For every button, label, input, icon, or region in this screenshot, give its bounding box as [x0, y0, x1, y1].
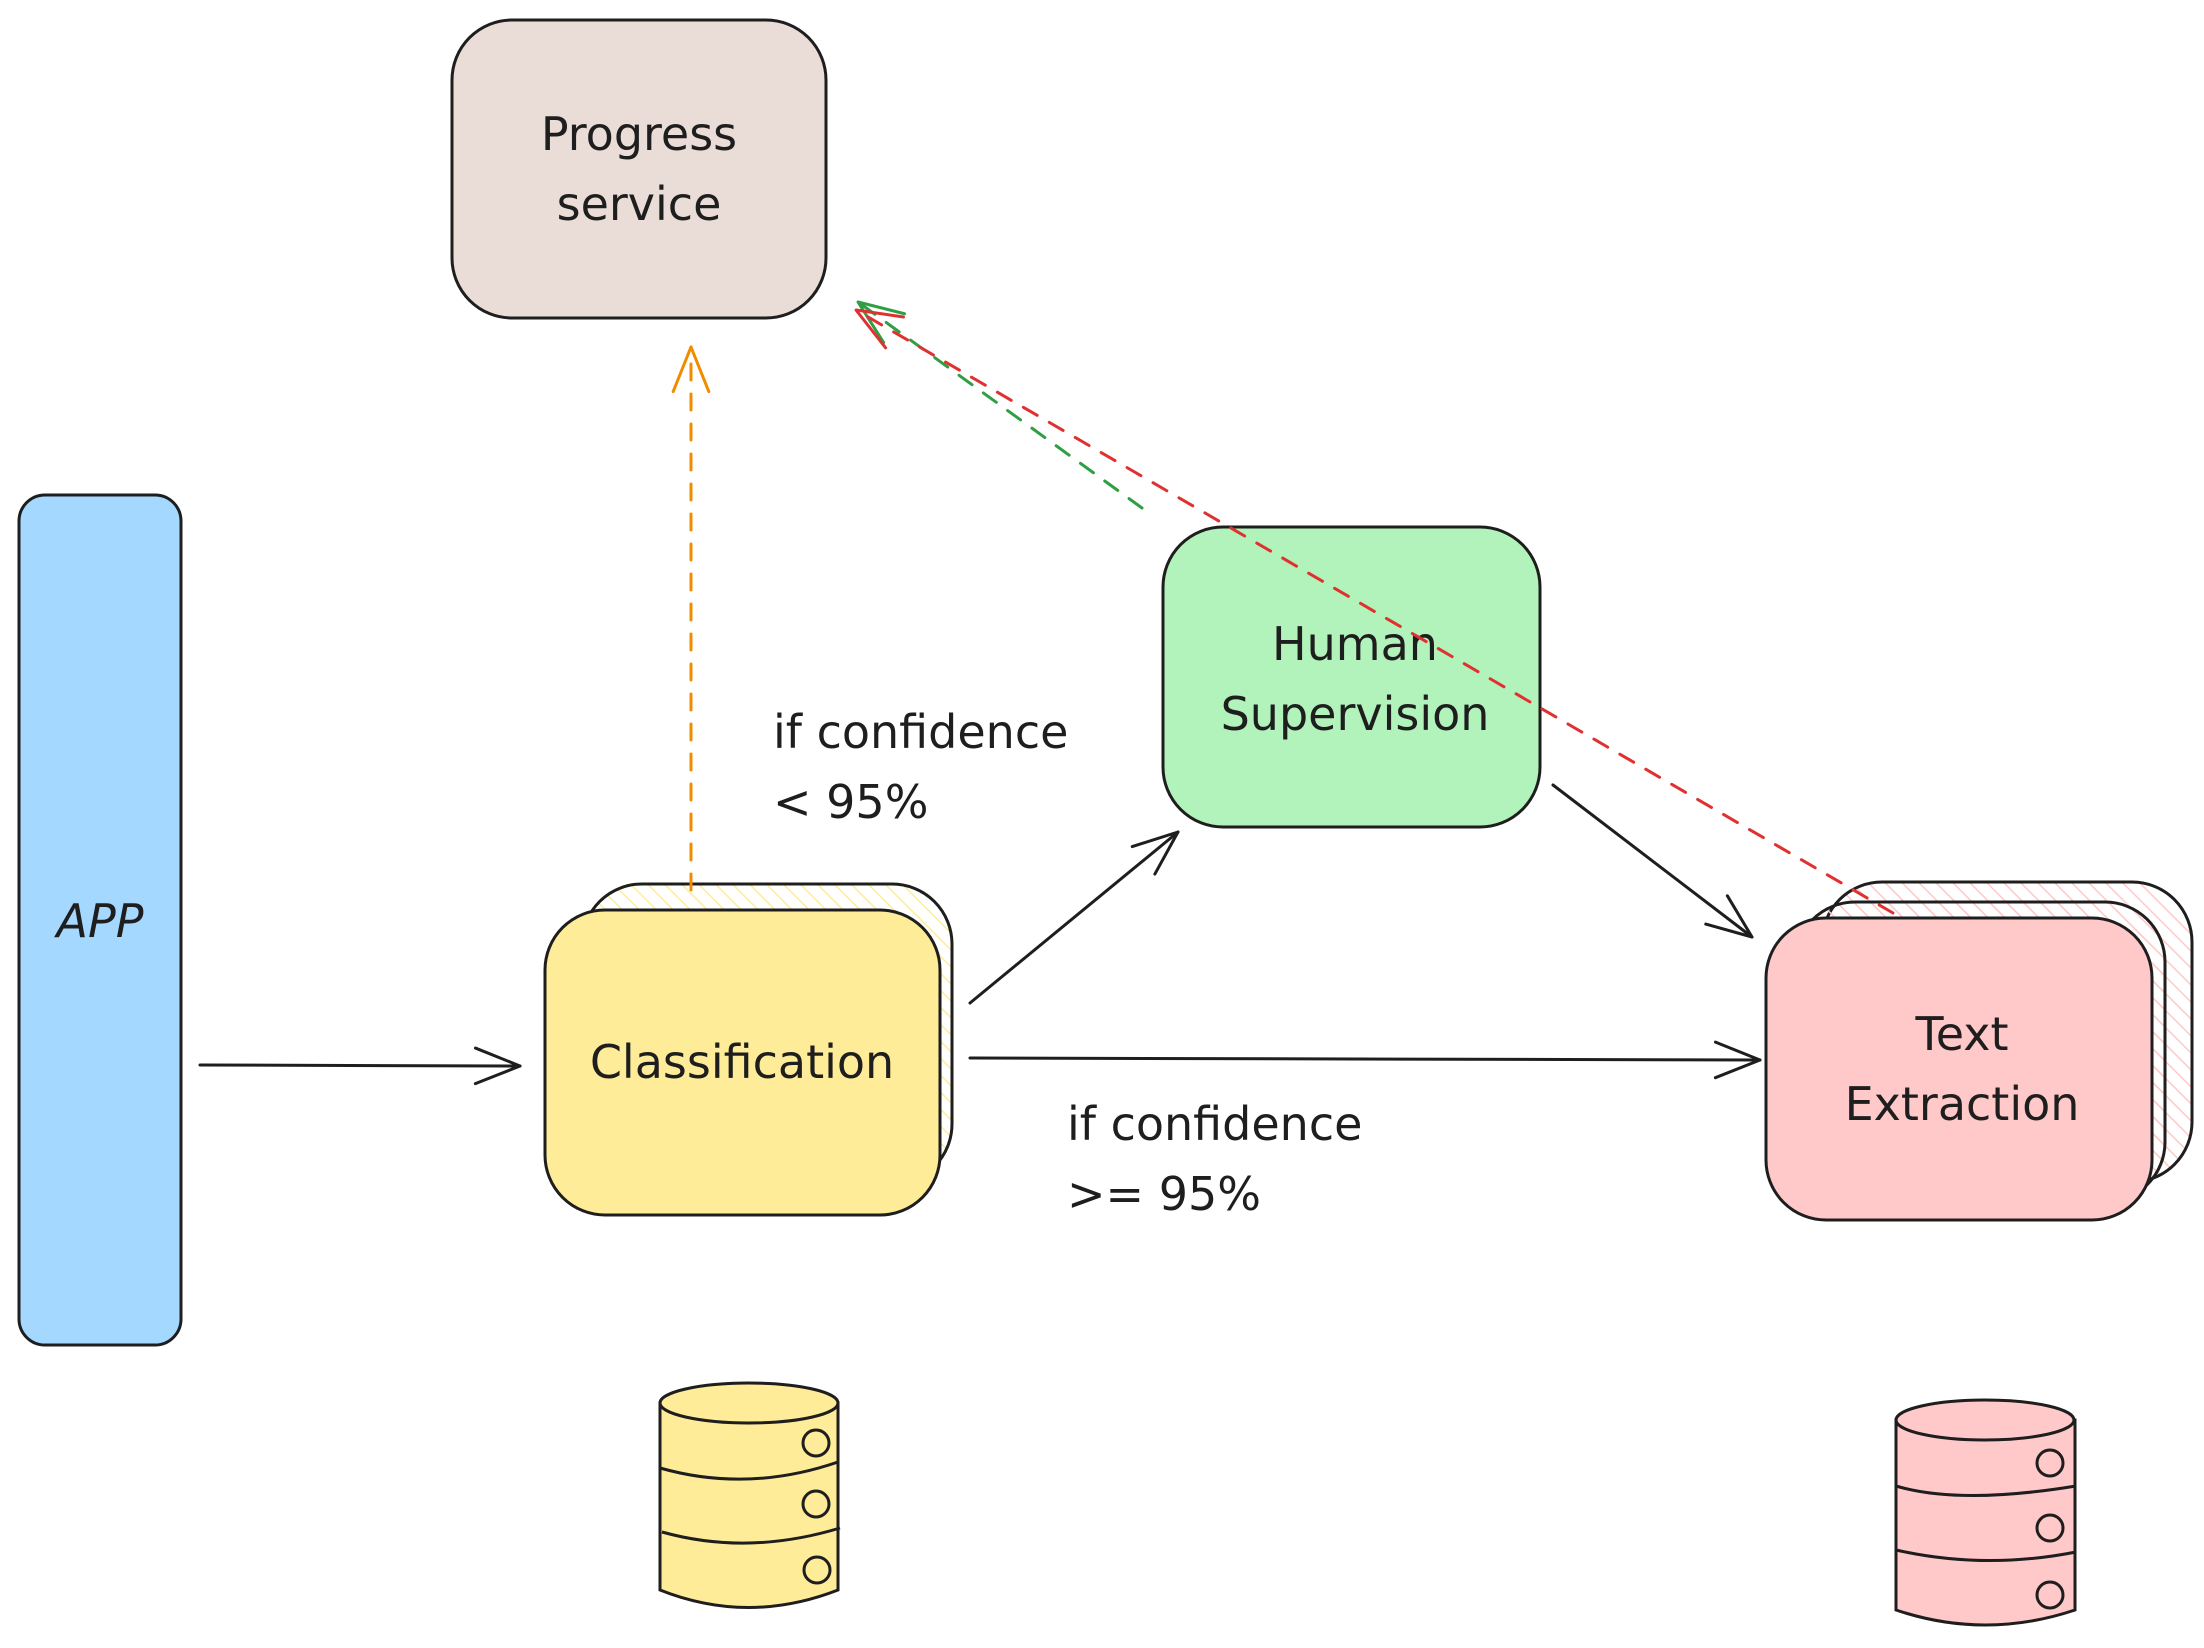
- edge-label-low-confidence-line1: if confidence: [773, 705, 1068, 759]
- text-extraction-box: [1764, 916, 2154, 1222]
- edge-classification-to-extraction[interactable]: [968, 1040, 1762, 1080]
- db-classification-led-2: [801, 1489, 831, 1519]
- arrowhead-icon: [1130, 830, 1180, 876]
- db-classification-led-3: [802, 1555, 832, 1585]
- database-extraction-icon[interactable]: [1894, 1398, 2077, 1627]
- classification-box: [543, 908, 942, 1217]
- edge-human-to-progress[interactable]: [856, 300, 1144, 510]
- human-supervision-box: [1161, 525, 1542, 829]
- edge-line: [854, 308, 1895, 915]
- db-extraction-led-3: [2035, 1580, 2065, 1610]
- edge-label-high-confidence-line1: if confidence: [1067, 1097, 1362, 1151]
- text-extraction-label-line2: Extraction: [1845, 1077, 2080, 1131]
- db-classification-led-1: [801, 1428, 831, 1458]
- db-extraction-divider-2: [1895, 1548, 2077, 1562]
- edge-line: [968, 830, 1180, 1005]
- edge-line: [856, 300, 1144, 510]
- db-classification-top: [658, 1381, 840, 1425]
- db-extraction-led-2: [2035, 1513, 2065, 1543]
- app-label: APP: [54, 894, 144, 948]
- node-classification[interactable]: Classification: [543, 882, 954, 1217]
- arrowhead-icon: [473, 1046, 522, 1086]
- edge-line: [1551, 783, 1754, 939]
- db-classification-body: [658, 1401, 840, 1609]
- node-text-extraction[interactable]: Text Extraction: [1764, 880, 2194, 1222]
- edge-line: [968, 1056, 1762, 1062]
- edge-classification-to-progress[interactable]: [671, 345, 711, 892]
- db-extraction-divider-1: [1895, 1484, 2077, 1497]
- db-classification-divider-2: [661, 1526, 841, 1545]
- edge-label-high-confidence-line2: >= 95%: [1067, 1167, 1261, 1221]
- arrowhead-icon: [1713, 1040, 1762, 1080]
- db-classification-divider-1: [659, 1460, 839, 1481]
- edge-human-to-extraction[interactable]: [1551, 783, 1754, 939]
- db-extraction-body: [1894, 1418, 2077, 1627]
- arrowhead-icon: [854, 308, 905, 350]
- human-supervision-label-line2: Supervision: [1221, 687, 1490, 741]
- app-box: [17, 493, 183, 1347]
- node-progress-service[interactable]: Progress service: [450, 18, 828, 320]
- edge-label-low-confidence-line2: < 95%: [773, 775, 928, 829]
- arrowhead-icon: [856, 300, 907, 345]
- arrowhead-icon: [671, 345, 711, 394]
- edge-classification-to-human[interactable]: [968, 830, 1180, 1005]
- edge-extraction-to-progress[interactable]: [854, 308, 1895, 915]
- text-extraction-label-line1: Text: [1914, 1007, 2008, 1061]
- progress-service-label-line1: Progress: [541, 107, 737, 161]
- edge-app-to-classification[interactable]: [198, 1046, 522, 1086]
- arrowhead-icon: [1704, 894, 1754, 939]
- classification-label: Classification: [590, 1035, 894, 1089]
- edge-line: [198, 1063, 522, 1068]
- node-app[interactable]: APP: [17, 493, 183, 1347]
- db-extraction-led-1: [2035, 1448, 2065, 1478]
- edges-layer: [198, 300, 1895, 1086]
- node-human-supervision[interactable]: Human Supervision: [1161, 525, 1542, 829]
- progress-service-box: [450, 18, 828, 320]
- progress-service-label-line2: service: [557, 177, 722, 231]
- db-extraction-top: [1894, 1398, 2076, 1442]
- database-classification-icon[interactable]: [658, 1381, 841, 1609]
- human-supervision-label-line1: Human: [1272, 617, 1438, 671]
